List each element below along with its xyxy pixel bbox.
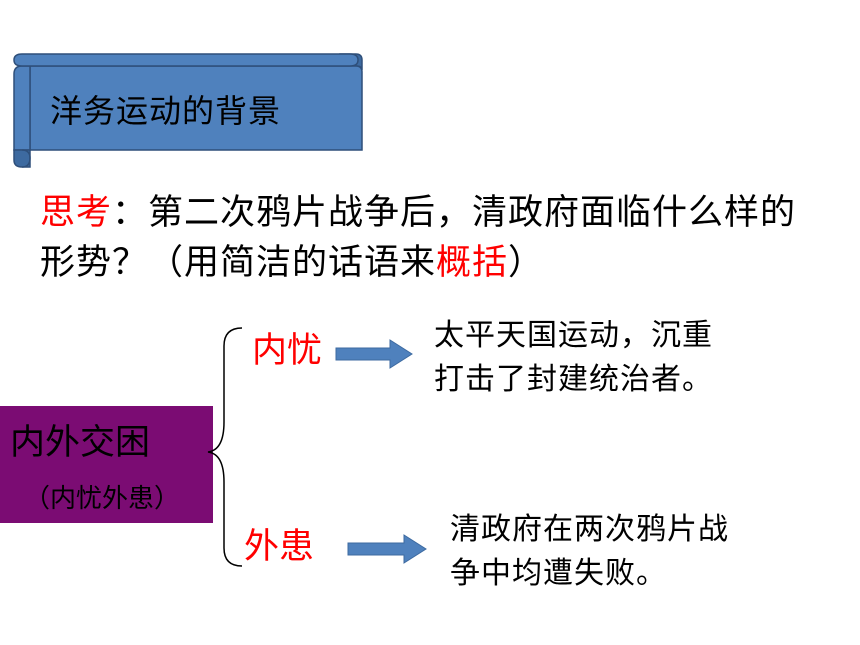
question-colon: ： — [112, 193, 149, 233]
section-title: 洋务运动的背景 — [50, 92, 282, 130]
branch-desc-external: 清政府在两次鸦片战 争中均遭失败。 — [450, 508, 729, 596]
question-text: 思考：第二次鸦片战争后，清政府面临什么样的形势？（用简洁的话语来概括） — [40, 188, 830, 288]
desc-line: 打击了封建统治者。 — [434, 362, 713, 397]
summary-title: 内外交困 — [10, 423, 151, 463]
question-prefix: 思考 — [40, 193, 113, 233]
curly-brace — [207, 327, 243, 567]
desc-line: 清政府在两次鸦片战 — [450, 512, 729, 547]
arrow-icon — [335, 339, 413, 369]
summary-box — [0, 406, 213, 523]
branch-desc-internal: 太平天国运动，沉重 打击了封建统治者。 — [434, 314, 713, 402]
question-suffix: ） — [508, 243, 545, 283]
summary-subtitle: （内忧外患） — [24, 484, 181, 514]
branch-label-external: 外患 — [244, 527, 315, 567]
branch-label-internal: 内忧 — [252, 331, 323, 371]
arrow-icon — [347, 534, 427, 564]
desc-line: 太平天国运动，沉重 — [434, 318, 713, 353]
desc-line: 争中均遭失败。 — [450, 556, 667, 591]
question-highlight: 概括 — [436, 243, 509, 283]
question-body: 第二次鸦片战争后，清政府面临什么样的形势？（用简洁的话语来 — [40, 193, 797, 283]
